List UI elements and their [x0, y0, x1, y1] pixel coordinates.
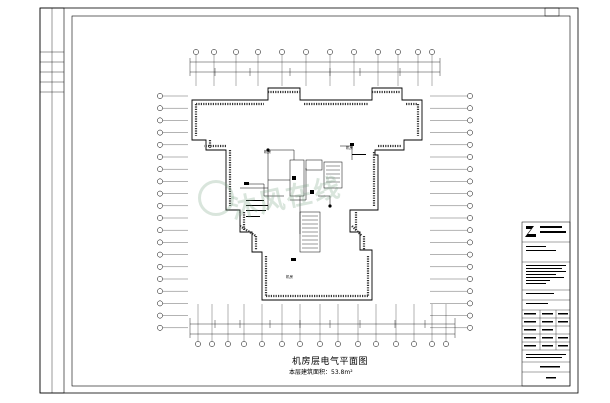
- axis-bubble: [233, 49, 239, 55]
- axis-bubble: [467, 190, 473, 197]
- axis-bubble: [467, 105, 473, 112]
- axis-bubble: [467, 239, 473, 246]
- room-label: 机房: [264, 149, 272, 154]
- axis-bubble: [467, 215, 473, 221]
- axis-extension-lines: [163, 55, 467, 341]
- axis-bubble: [157, 93, 163, 99]
- title-block: [521, 221, 571, 387]
- axis-bubble: [225, 341, 231, 347]
- axis-bubble: [157, 154, 163, 160]
- top-corner-tab: [544, 7, 560, 17]
- axis-bubble: [443, 341, 449, 347]
- electrical-wiring: [246, 145, 353, 206]
- drawing-title: 机房层电气平面图: [292, 357, 369, 367]
- axis-bubble: [467, 117, 473, 124]
- axis-bubble: [279, 341, 285, 347]
- stairs: [302, 165, 340, 249]
- axis-bubble: [467, 263, 473, 270]
- axis-bubble: [317, 341, 323, 347]
- room-label: 机房: [286, 274, 294, 279]
- binding-strip-marks: [40, 51, 64, 93]
- axis-bubble: [157, 276, 163, 282]
- axis-bubble: [157, 105, 163, 112]
- axis-bubble: [303, 49, 309, 55]
- axis-bubble: [467, 300, 473, 307]
- axis-bubble: [241, 341, 247, 347]
- axis-bubble: [157, 263, 163, 270]
- annotation-leaders: [246, 154, 366, 217]
- axis-bubble: [157, 117, 163, 124]
- inner-border: [71, 15, 571, 387]
- axis-bubble: [157, 178, 163, 185]
- axis-bubble: [211, 49, 217, 55]
- axis-bubble: [467, 93, 473, 99]
- axis-bubble: [157, 215, 163, 221]
- axis-bubble: [467, 166, 473, 173]
- axis-bubble: [355, 341, 361, 347]
- axis-bubble: [157, 300, 163, 307]
- axis-bubble: [157, 251, 163, 258]
- axis-bubble: [351, 49, 357, 55]
- axis-bubble: [373, 341, 379, 347]
- axis-bubble: [327, 49, 333, 55]
- axis-bubble: [429, 341, 435, 347]
- axis-bubble: [411, 341, 417, 347]
- axis-bubble: [467, 129, 473, 136]
- floor-area-note: 本层建筑面积：53.8m²: [289, 369, 353, 376]
- axis-bubble: [467, 288, 473, 295]
- axis-bubble: [467, 312, 473, 319]
- axis-bubble: [375, 49, 381, 55]
- axis-bubble: [157, 166, 163, 173]
- room-label: 机房: [346, 145, 354, 150]
- axis-bubble: [467, 178, 473, 185]
- watermark-logo-icon: [198, 180, 234, 216]
- axis-bubble: [193, 49, 199, 55]
- axis-bubble: [157, 202, 163, 209]
- axis-bubble: [157, 312, 163, 319]
- interior-walls: [240, 150, 343, 253]
- axis-bubble: [467, 154, 473, 160]
- axis-bubbles: [157, 49, 473, 347]
- axis-bubble: [157, 141, 163, 148]
- axis-bubble: [259, 341, 265, 347]
- axis-bubble: [467, 324, 473, 331]
- axis-bubble: [195, 341, 201, 347]
- company-logo-icon: [525, 226, 536, 237]
- axis-bubble: [255, 49, 261, 55]
- axis-bubble: [157, 227, 163, 234]
- axis-bubble: [157, 190, 163, 197]
- axis-bubble: [467, 202, 473, 209]
- hatched-wall-segment: [239, 225, 257, 237]
- axis-bubble: [279, 49, 285, 55]
- axis-bubble: [157, 239, 163, 246]
- axis-bubble: [393, 341, 399, 347]
- axis-bubble: [467, 141, 473, 148]
- axis-bubble: [467, 227, 473, 234]
- axis-bubble: [157, 129, 163, 136]
- room-labels: 机房 机房 机房: [264, 145, 354, 279]
- axis-bubble: [429, 49, 435, 55]
- title-block-text-lines: [524, 226, 568, 379]
- axis-bubble: [467, 251, 473, 258]
- axis-bubble: [209, 341, 215, 347]
- dimension-lines-bottom: [189, 318, 456, 338]
- electrical-panel-icons: [244, 143, 354, 261]
- axis-bubble: [157, 288, 163, 295]
- axis-bubble: [335, 341, 341, 347]
- axis-bubble: [467, 276, 473, 282]
- dimension-lines-top: [189, 58, 441, 76]
- axis-bubble: [157, 324, 163, 331]
- axis-bubble: [415, 49, 421, 55]
- axis-bubble: [297, 341, 303, 347]
- axis-bubble: [395, 49, 401, 55]
